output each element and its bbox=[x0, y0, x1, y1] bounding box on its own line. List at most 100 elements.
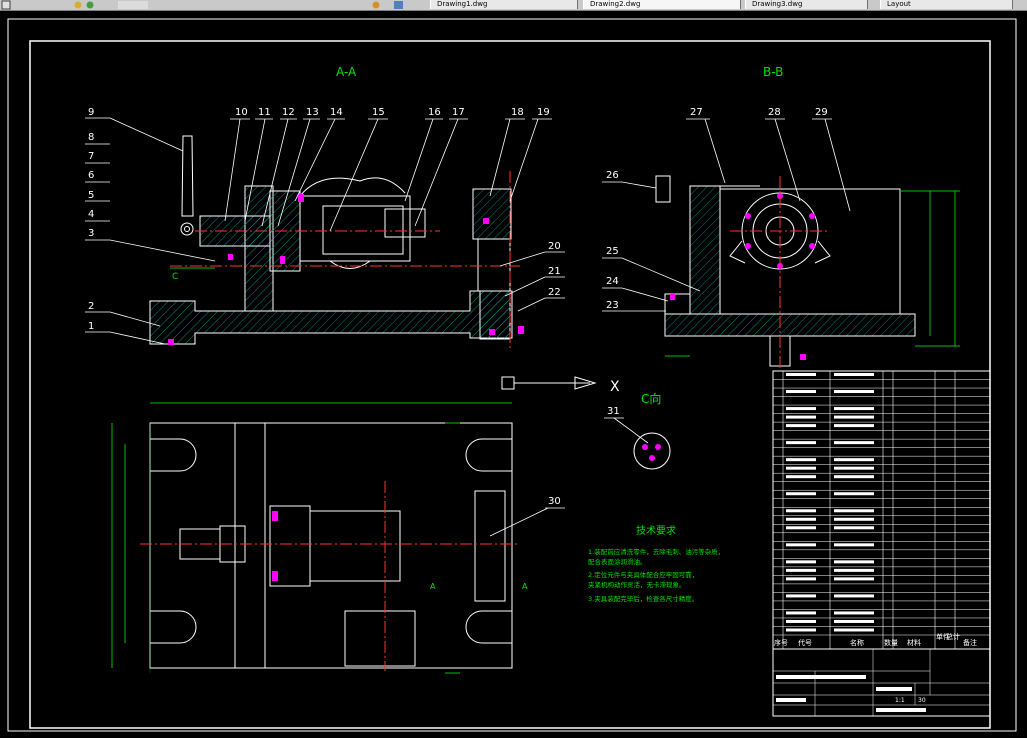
balloon-27: 27 bbox=[690, 107, 703, 118]
bom-row-text bbox=[834, 619, 874, 623]
bom-row-text bbox=[786, 424, 816, 428]
balloon-23: 23 bbox=[606, 300, 619, 311]
balloon-16: 16 bbox=[428, 107, 441, 118]
balloon-15: 15 bbox=[372, 107, 385, 118]
bom-row-text bbox=[834, 492, 874, 496]
balloon-17: 17 bbox=[452, 107, 465, 118]
balloon-22: 22 bbox=[548, 287, 561, 298]
bom-header-code: 代号 bbox=[798, 638, 812, 647]
tech-req-line-1: 1.装配前应清洗零件，去除毛刺、油污等杂质， bbox=[588, 547, 724, 556]
bom-header-total: 总计 bbox=[946, 632, 960, 641]
bom-row-text bbox=[834, 407, 874, 411]
file-tab-1[interactable]: Drawing1.dwg bbox=[430, 0, 578, 9]
bom-row-text bbox=[786, 407, 816, 411]
outer-frame bbox=[7, 18, 1017, 732]
bom-header-remark: 备注 bbox=[963, 638, 977, 647]
balloon-12: 12 bbox=[282, 107, 295, 118]
bom-row-text bbox=[786, 509, 816, 513]
balloon-1: 1 bbox=[88, 321, 94, 332]
title-scale: 1:1 bbox=[895, 697, 905, 704]
balloon-5: 5 bbox=[88, 190, 94, 201]
balloon-11: 11 bbox=[258, 107, 271, 118]
bom-row-text bbox=[834, 509, 874, 513]
bom-row-text bbox=[786, 415, 816, 419]
balloon-31: 31 bbox=[607, 406, 620, 417]
bom-table: 序号 代号 名称 数量 材料 单件 总计 备注 bbox=[772, 370, 991, 650]
plan-a-right: A bbox=[522, 582, 528, 591]
title-block: 1:1 30 bbox=[772, 648, 991, 717]
balloon-9: 9 bbox=[88, 107, 94, 118]
bom-row-text bbox=[834, 568, 874, 572]
plan-a-left: A bbox=[430, 582, 436, 591]
section-aa-title: A-A bbox=[336, 65, 357, 79]
file-tab-3[interactable]: Drawing3.dwg bbox=[745, 0, 868, 9]
drawing-canvas[interactable]: A-A C 9 bbox=[0, 11, 1027, 738]
balloon-29: 29 bbox=[815, 107, 828, 118]
bom-row-text bbox=[786, 628, 816, 632]
bom-row-text bbox=[786, 526, 816, 530]
balloon-7: 7 bbox=[88, 151, 94, 162]
c-arrow-label: C bbox=[172, 272, 178, 282]
tech-req-line-4: 夹紧机构动作灵活，无卡滞现象。 bbox=[588, 580, 686, 589]
balloon-24: 24 bbox=[606, 276, 619, 287]
bom-row-text bbox=[834, 543, 874, 547]
plan-view: A A 30 bbox=[111, 402, 565, 674]
bom-row-text bbox=[786, 517, 816, 521]
bom-row-text bbox=[786, 619, 816, 623]
tech-req-line-3: 2.定位元件与夹具体配合应牢固可靠， bbox=[588, 570, 698, 579]
view-c-title: C向 bbox=[641, 391, 661, 406]
section-aa: A-A C 9 bbox=[85, 65, 620, 395]
bom-row-text bbox=[786, 458, 816, 462]
bom-header-material: 材料 bbox=[907, 638, 921, 647]
title-sheet: 30 bbox=[918, 697, 926, 704]
inner-frame bbox=[29, 40, 991, 729]
x-marker: X bbox=[610, 379, 620, 395]
bom-row-text bbox=[834, 577, 874, 581]
bom-header-name: 名称 bbox=[850, 638, 864, 647]
balloon-8: 8 bbox=[88, 132, 94, 143]
balloon-26: 26 bbox=[606, 170, 619, 181]
toolbar-icons[interactable] bbox=[0, 0, 420, 10]
bom-row-text bbox=[834, 424, 874, 428]
bom-row-text bbox=[786, 441, 816, 445]
tech-req-title: 技术要求 bbox=[636, 524, 676, 537]
balloon-6: 6 bbox=[88, 170, 94, 181]
bom-row-text bbox=[834, 526, 874, 530]
balloon-4: 4 bbox=[88, 209, 94, 220]
tech-req-line-2: 配合表面涂润滑油。 bbox=[588, 557, 647, 566]
tech-requirements: 技术要求 1.装配前应清洗零件，去除毛刺、油污等杂质， 配合表面涂润滑油。 2.… bbox=[588, 524, 724, 603]
balloon-25: 25 bbox=[606, 246, 619, 257]
bom-row-text bbox=[834, 466, 874, 470]
balloon-19: 19 bbox=[537, 107, 550, 118]
file-tab-bar: Drawing1.dwg Drawing2.dwg Drawing3.dwg L… bbox=[0, 0, 1027, 11]
bom-row-text bbox=[786, 560, 816, 564]
balloon-14: 14 bbox=[330, 107, 343, 118]
bom-row-text bbox=[786, 577, 816, 581]
bom-row-text bbox=[786, 492, 816, 496]
balloon-18: 18 bbox=[511, 107, 524, 118]
bom-row-text bbox=[786, 466, 816, 470]
bom-row-text bbox=[786, 594, 816, 598]
balloon-28: 28 bbox=[768, 107, 781, 118]
balloon-10: 10 bbox=[235, 107, 248, 118]
tech-req-line-5: 3.夹具装配完毕后，检查各尺寸精度。 bbox=[588, 594, 698, 603]
balloon-2: 2 bbox=[88, 301, 94, 312]
bom-row-text bbox=[786, 543, 816, 547]
bom-row-text bbox=[786, 568, 816, 572]
section-bb: B-B 27 28 29 26 25 bbox=[602, 65, 960, 371]
balloon-3: 3 bbox=[88, 228, 94, 239]
balloon-21: 21 bbox=[548, 266, 561, 277]
file-tab-4[interactable]: Layout bbox=[880, 0, 1013, 9]
section-bb-title: B-B bbox=[763, 65, 783, 79]
bom-row-text bbox=[834, 415, 874, 419]
bom-row-text bbox=[786, 611, 816, 615]
bom-row-text bbox=[834, 517, 874, 521]
bom-row-text bbox=[834, 475, 874, 479]
view-c: C向 31 bbox=[604, 391, 671, 470]
balloon-20: 20 bbox=[548, 241, 561, 252]
balloon-30: 30 bbox=[548, 496, 561, 507]
balloon-13: 13 bbox=[306, 107, 319, 118]
file-tab-2[interactable]: Drawing2.dwg bbox=[583, 0, 741, 9]
bom-row-text bbox=[834, 594, 874, 598]
bom-row-text bbox=[834, 373, 874, 376]
